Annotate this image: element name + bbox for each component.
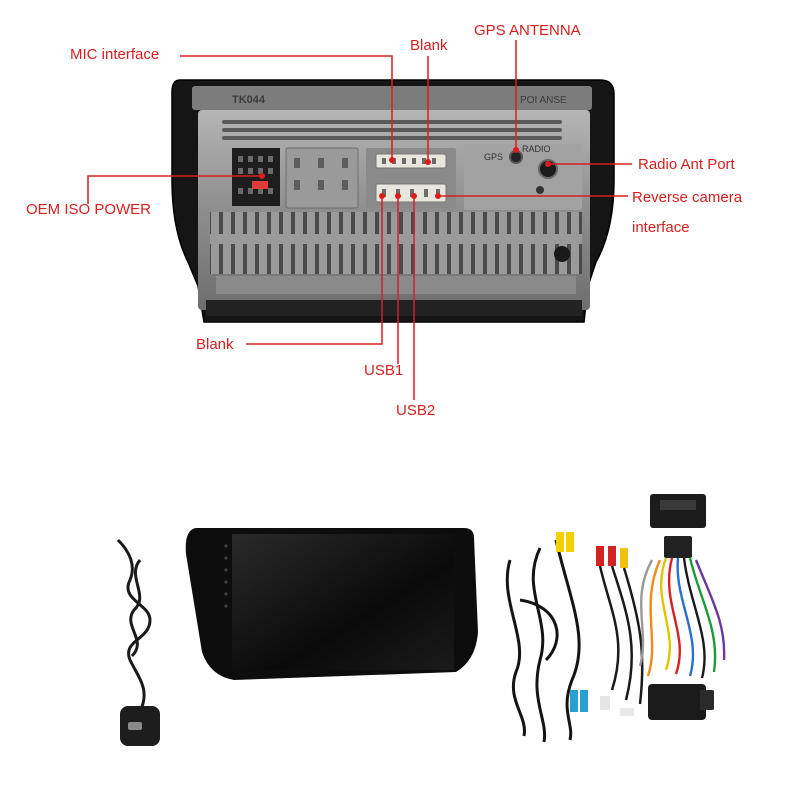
usb1-label: USB1 <box>364 362 404 379</box>
side-buttons <box>224 544 228 608</box>
oem-line <box>87 175 262 204</box>
model-code-marking: TK044 <box>232 94 266 106</box>
usb2-label: USB2 <box>396 402 436 419</box>
blank-bottom-line <box>246 196 383 345</box>
display-screen <box>232 534 454 670</box>
gps-cable <box>116 538 152 713</box>
radio-marking: RADIO <box>522 144 551 154</box>
gps-marking: GPS <box>484 152 503 162</box>
head-unit-front <box>185 528 478 680</box>
oem-iso-power-label: OEM ISO POWER <box>26 201 152 218</box>
side-housing <box>285 147 359 209</box>
mic-line <box>180 55 393 160</box>
cooling-fins <box>210 212 582 274</box>
harness-connector-mid <box>664 536 692 558</box>
harness-connector-top <box>650 494 706 528</box>
iso-highlight <box>252 181 268 189</box>
gps-antenna-accessory <box>116 538 160 746</box>
mic-interface-label: MIC interface <box>70 46 160 63</box>
small-port <box>536 186 544 194</box>
cable-bundle-mid <box>598 565 644 705</box>
callout-lines <box>87 40 632 400</box>
blank-top-label: Blank <box>410 37 448 54</box>
wiring-harness <box>620 494 726 720</box>
iso-power-pins <box>238 156 273 194</box>
head-unit-back: TK044 POI ANSE <box>171 79 615 323</box>
cable-bundle-left <box>505 539 581 743</box>
radio-ant-port-label: Radio Ant Port <box>638 156 735 173</box>
reverse-camera-label: Reverse camera <box>632 189 743 206</box>
reverse-camera-label-line2: interface <box>632 219 690 236</box>
brand-code-marking: POI ANSE <box>520 95 567 106</box>
bottom-band <box>216 276 576 294</box>
bottom-lip <box>206 300 582 316</box>
rca-plugs <box>556 532 628 712</box>
gps-antenna-label: GPS ANTENNA <box>474 22 581 39</box>
callout-dots <box>259 147 551 199</box>
blank-bottom-label: Blank <box>196 336 234 353</box>
canbus-box <box>648 684 706 720</box>
mount-hole <box>554 246 570 262</box>
